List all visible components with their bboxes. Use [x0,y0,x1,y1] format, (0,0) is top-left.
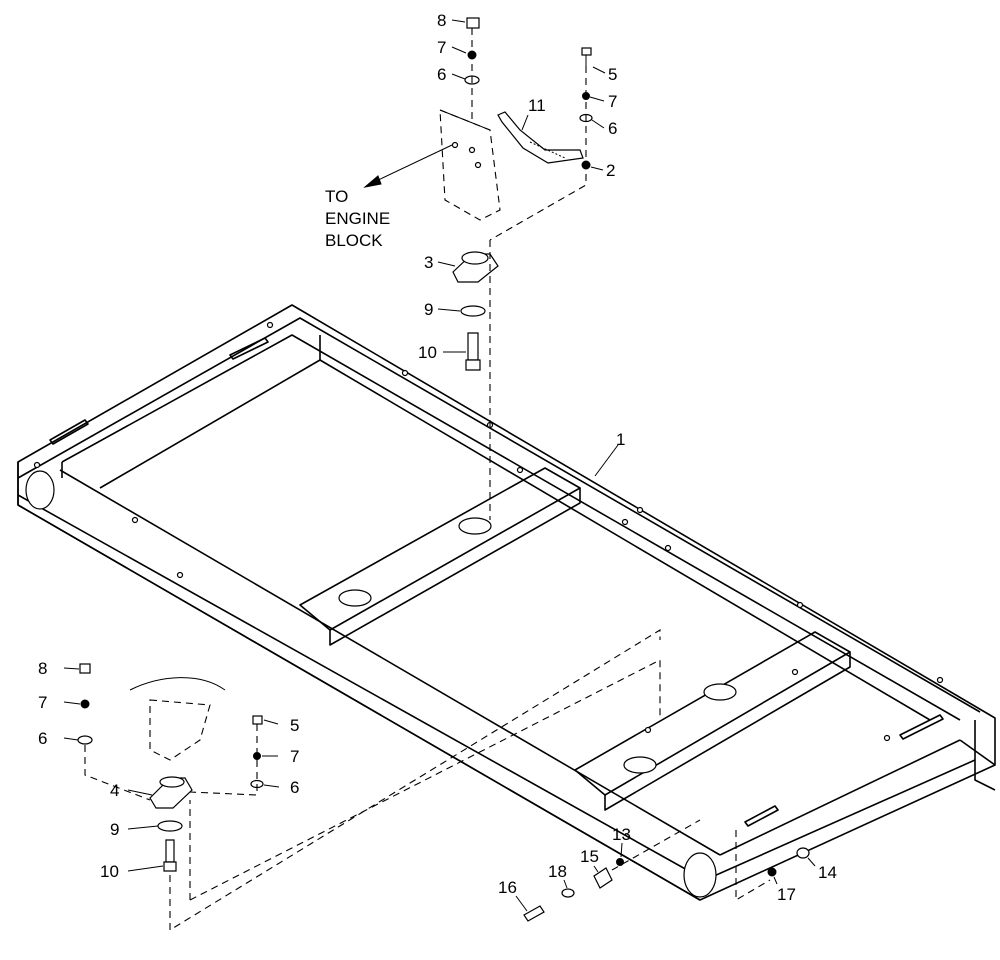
callout-7: 7 [290,747,299,766]
callout-7: 7 [38,693,47,712]
bottom-hardware [523,819,810,922]
callout-3: 3 [424,253,433,272]
note-line-3: BLOCK [325,231,383,250]
callout-17: 17 [777,885,796,904]
callout-1: 1 [616,430,625,449]
callout-11: 11 [528,96,546,115]
callout-10: 10 [418,343,437,362]
callout-6: 6 [38,729,47,748]
callout-7: 7 [437,38,446,57]
callout-4: 4 [110,781,119,800]
callout-8: 8 [38,659,47,678]
callout-7: 7 [608,92,617,111]
base-frame [17,304,996,901]
callout-13: 13 [612,825,631,844]
callout-18: 18 [548,862,567,881]
engine-block-note: TO ENGINE BLOCK [325,187,390,250]
leader-lines [63,19,816,912]
note-line-1: TO [325,187,348,206]
callout-6: 6 [290,778,299,797]
lower-mount-assembly [77,629,661,931]
callout-10: 10 [100,862,119,881]
callout-15: 15 [580,847,599,866]
upper-mount-assembly [363,17,593,520]
callout-9: 9 [424,300,433,319]
callout-labels: 8 7 6 5 7 6 2 11 3 9 10 1 8 7 6 5 7 6 4 … [38,11,837,904]
callout-8: 8 [437,11,446,30]
callout-14: 14 [818,863,837,882]
callout-5: 5 [608,65,617,84]
callout-9: 9 [110,820,119,839]
callout-16: 16 [498,878,517,897]
callout-6: 6 [608,119,617,138]
note-line-2: ENGINE [325,209,390,228]
callout-6: 6 [437,65,446,84]
callout-2: 2 [606,161,615,180]
callout-5: 5 [290,716,299,735]
